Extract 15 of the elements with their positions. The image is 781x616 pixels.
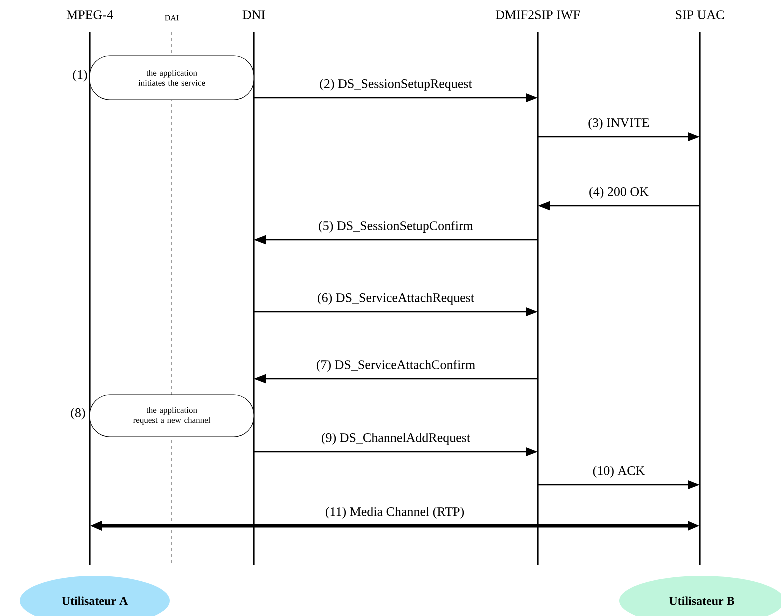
edge-label: (11) Media Channel (RTP) (324, 506, 466, 520)
note-box: the application initiates the service (90, 56, 254, 100)
edge-label: (10) ACK (592, 465, 646, 479)
note-box: the application request a new channel (90, 394, 254, 438)
edge-label: (7) DS_ServiceAttachConfirm (315, 359, 477, 373)
edge-label: (4) 200 OK (588, 186, 650, 200)
edge-label: (9) DS_ChannelAddRequest (320, 432, 472, 446)
step-number: (8) (71, 408, 86, 420)
lifeline-label: DAI (164, 14, 180, 22)
edge-label: (3) INVITE (587, 117, 651, 131)
step-number: (1) (73, 70, 88, 82)
edge-label: (5) DS_SessionSetupConfirm (318, 220, 474, 234)
edge-label: (2) DS_SessionSetupRequest (318, 78, 474, 92)
edge-label: (6) DS_ServiceAttachRequest (316, 292, 476, 306)
lifeline: SIP UAC (674, 10, 726, 565)
